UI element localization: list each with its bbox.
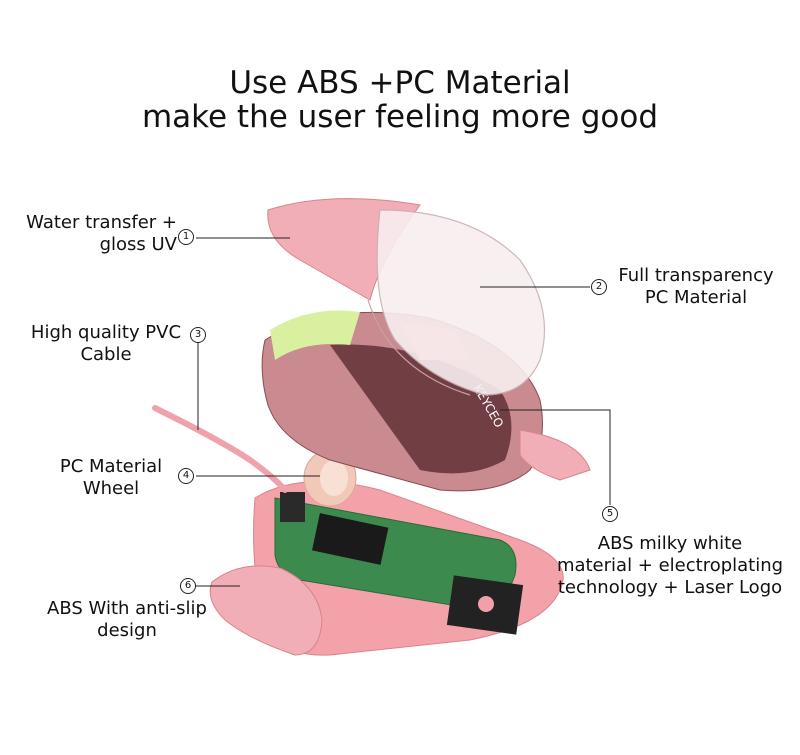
callout-4-number: 4: [178, 468, 194, 484]
callout-5-number: 5: [602, 506, 618, 522]
headline-line-2: make the user feeling more good: [141, 99, 659, 135]
cable: [152, 405, 288, 493]
callout-3-number: 3: [190, 327, 206, 343]
callout-1-number: 1: [178, 229, 194, 245]
callout-2-number: 2: [591, 279, 607, 295]
callout-6-number: 6: [180, 578, 196, 594]
headline-line-1: Use ABS +PC Material: [229, 65, 571, 101]
side-grip: [209, 565, 323, 656]
leader-lines: [196, 237, 611, 587]
callout-1-label: Water transfer +gloss UV: [26, 212, 177, 255]
top-shell-transparent: [376, 209, 546, 396]
